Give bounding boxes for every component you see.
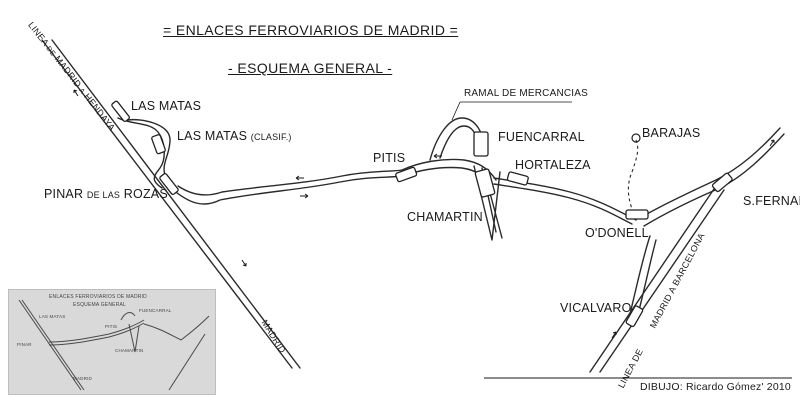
inset-thumbnail: ENLACES FERROVIARIOS DE MADRID ESQUEMA G… bbox=[8, 289, 216, 395]
label-fuencarral: FUENCARRAL bbox=[498, 130, 585, 144]
station-barajas-marker bbox=[631, 133, 641, 143]
label-pinar: PINAR DE LAS ROZAS bbox=[44, 187, 168, 201]
station-hortaleza bbox=[506, 171, 529, 186]
label-ramal: RAMAL DE MERCANCIAS bbox=[464, 88, 589, 99]
map-title: = ENLACES FERROVIARIOS DE MADRID = bbox=[163, 22, 459, 38]
direction-arrows bbox=[73, 89, 775, 339]
label-vicalvaro: VICALVARO bbox=[560, 301, 632, 315]
station-vicalvaro bbox=[625, 305, 644, 328]
thumb-label-fuencarral: FUENCARRAL bbox=[139, 308, 172, 313]
label-chamartin: CHAMARTIN bbox=[407, 210, 483, 224]
thumb-label-pinar: PINAR bbox=[17, 342, 32, 347]
station-las-matas bbox=[111, 100, 130, 122]
label-barajas: BARAJAS bbox=[642, 126, 701, 140]
thumb-label-chamartin: CHAMARTIN bbox=[115, 348, 144, 353]
thumb-label-las-matas: LAS MATAS bbox=[39, 314, 66, 319]
barcelona-line-tracks bbox=[589, 185, 725, 373]
station-las-matas-clasif bbox=[151, 134, 166, 155]
station-chamartin bbox=[474, 168, 496, 198]
label-sfernando: S.FERNANDO bbox=[743, 194, 800, 208]
map-subtitle: - ESQUEMA GENERAL - bbox=[228, 60, 393, 76]
hendaya-line-tracks bbox=[41, 39, 301, 369]
label-pitis: PITIS bbox=[373, 151, 406, 165]
station-odonell bbox=[625, 209, 649, 220]
label-hortaleza: HORTALEZA bbox=[515, 158, 591, 172]
label-odonell: O'DONELL bbox=[585, 226, 649, 240]
barajas-dashed-link bbox=[627, 139, 639, 215]
station-sfernando bbox=[711, 172, 733, 193]
thumb-label-madrid: MADRID bbox=[73, 376, 92, 381]
thumb-subtitle: ESQUEMA GENERAL bbox=[73, 302, 127, 308]
credit-text: DIBUJO: Ricardo Gómez' 2010 bbox=[640, 381, 791, 393]
label-las-matas: LAS MATAS bbox=[131, 99, 202, 113]
pinar-pitis-link bbox=[167, 175, 403, 205]
station-pitis bbox=[395, 166, 418, 183]
station-fuencarral bbox=[473, 131, 489, 157]
station-pinar bbox=[159, 173, 179, 195]
thumb-label-pitis: PITIS bbox=[105, 324, 118, 329]
label-las-matas-clasif: LAS MATAS (CLASIF.) bbox=[177, 129, 292, 143]
thumb-title: ENLACES FERROVIARIOS DE MADRID bbox=[49, 294, 147, 300]
